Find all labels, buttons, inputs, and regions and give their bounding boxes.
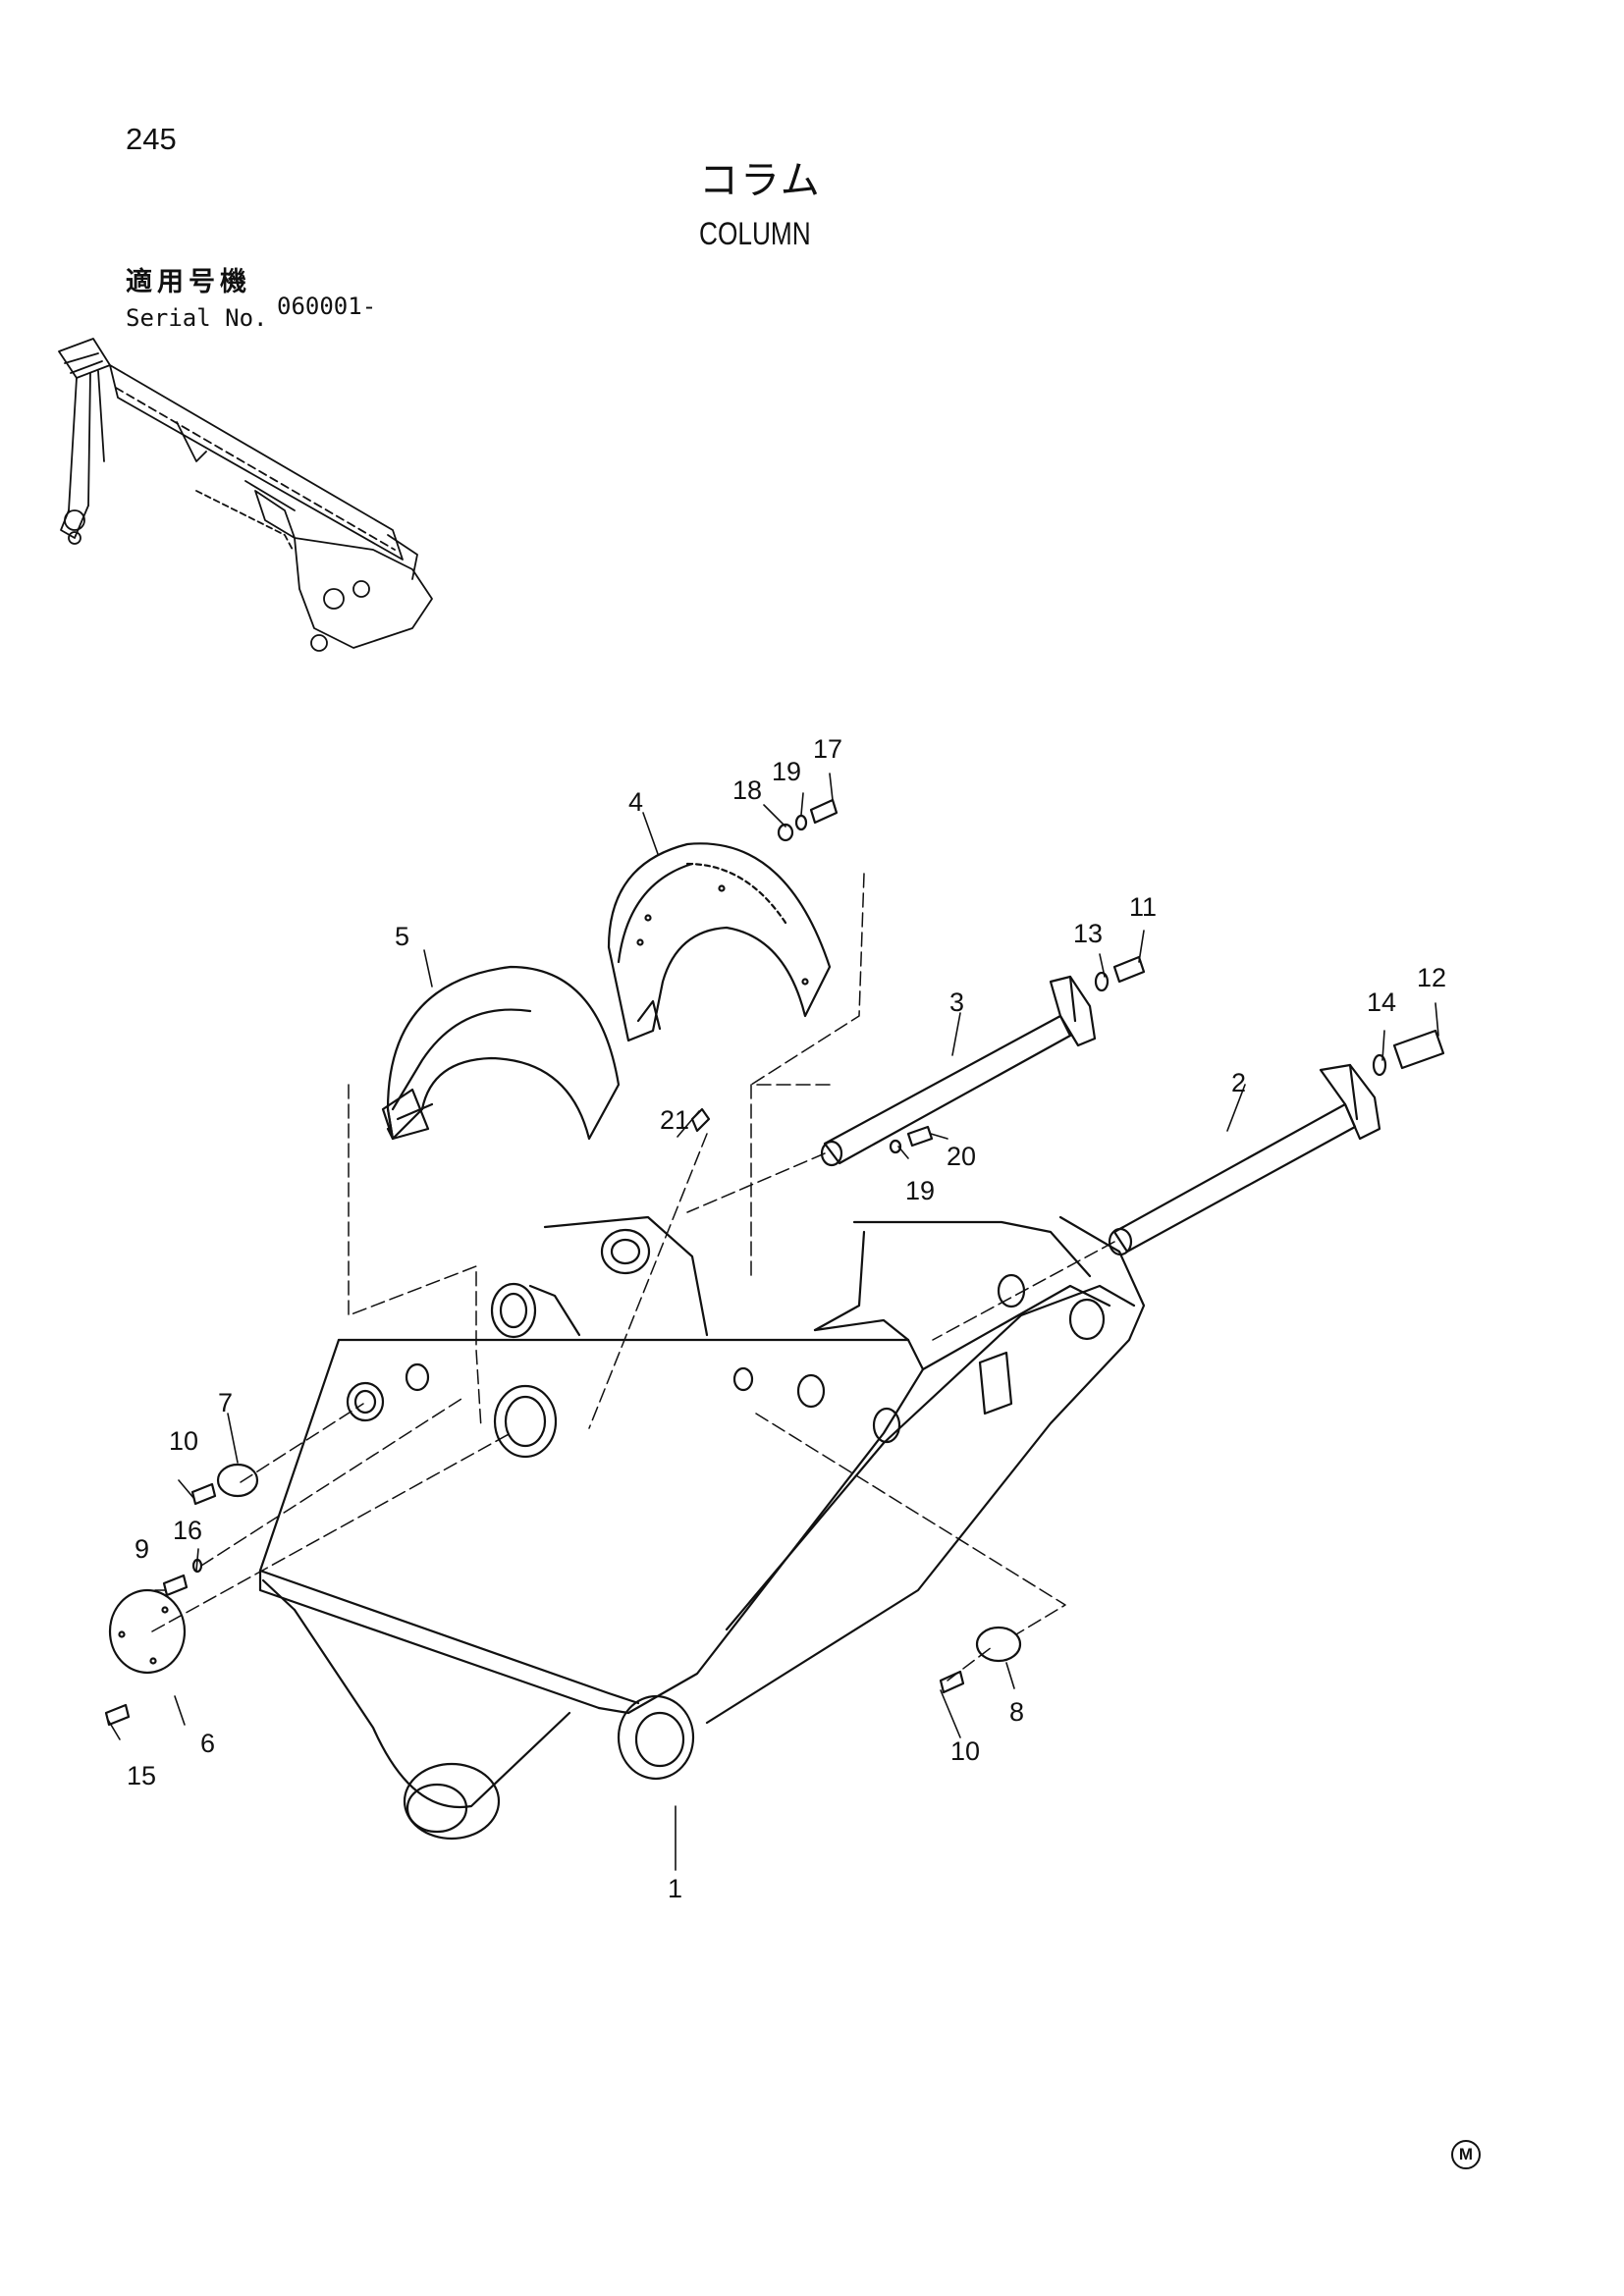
callout-1: 1 bbox=[668, 1874, 682, 1903]
bolt-11 bbox=[1112, 955, 1146, 984]
cover-plate-part-7 bbox=[216, 1463, 259, 1498]
cover-part-4 bbox=[607, 842, 832, 1042]
callout-19-mid: 19 bbox=[905, 1176, 935, 1205]
callout-14: 14 bbox=[1367, 988, 1396, 1017]
bolt-10-left bbox=[190, 1482, 217, 1506]
crane-thumbnail bbox=[58, 338, 433, 652]
pin-part-2 bbox=[1108, 1063, 1381, 1256]
callout-13: 13 bbox=[1073, 919, 1103, 948]
washer-14 bbox=[1372, 1053, 1387, 1077]
page-number: 245 bbox=[126, 122, 177, 156]
callout-17: 17 bbox=[813, 734, 842, 764]
assembly-lines bbox=[151, 873, 1115, 1682]
column-frame-part-1 bbox=[258, 1215, 1146, 1841]
bolt-10-right bbox=[939, 1670, 965, 1694]
washer-19-mid bbox=[889, 1139, 902, 1154]
cover-plate-part-6 bbox=[108, 1588, 187, 1675]
page-title-jp: コラム bbox=[699, 158, 822, 203]
callout-7: 7 bbox=[218, 1388, 233, 1417]
callout-20: 20 bbox=[947, 1142, 976, 1171]
callout-6: 6 bbox=[200, 1729, 215, 1758]
bolt-12 bbox=[1392, 1029, 1445, 1070]
callout-4: 4 bbox=[628, 787, 643, 817]
grease-fitting-21 bbox=[690, 1107, 711, 1133]
callout-3: 3 bbox=[949, 988, 964, 1017]
callout-8: 8 bbox=[1009, 1697, 1024, 1727]
callout-19-top: 19 bbox=[772, 757, 801, 786]
callout-15: 15 bbox=[127, 1761, 156, 1790]
serial-label-en: Serial No. bbox=[126, 304, 268, 332]
bolt-20 bbox=[906, 1125, 934, 1148]
callout-12: 12 bbox=[1417, 963, 1446, 992]
callout-21: 21 bbox=[660, 1105, 689, 1135]
cover-plate-part-8 bbox=[975, 1626, 1022, 1663]
leader-lines bbox=[107, 773, 1439, 1871]
page-title-en: COLUMN bbox=[699, 216, 811, 251]
callout-16: 16 bbox=[173, 1516, 202, 1545]
cover-part-5 bbox=[381, 965, 621, 1141]
callout-18: 18 bbox=[732, 775, 762, 805]
nut-18 bbox=[777, 823, 794, 842]
serial-label-jp: 適用号機 bbox=[126, 267, 251, 297]
callout-10-left: 10 bbox=[169, 1426, 198, 1456]
callout-2: 2 bbox=[1231, 1068, 1246, 1097]
callout-5: 5 bbox=[395, 922, 409, 951]
callout-9: 9 bbox=[135, 1534, 149, 1564]
callout-10-right: 10 bbox=[950, 1736, 980, 1766]
washer-13 bbox=[1094, 971, 1110, 992]
callout-labels: 1 2 3 4 5 6 7 8 9 10 10 11 12 13 14 15 1… bbox=[127, 734, 1446, 1903]
bolt-17 bbox=[809, 798, 839, 825]
m-mark: M bbox=[1451, 2140, 1481, 2169]
pin-part-3 bbox=[820, 975, 1097, 1167]
serial-value: 060001- bbox=[277, 293, 377, 320]
bolt-9 bbox=[162, 1574, 189, 1597]
callout-11: 11 bbox=[1129, 892, 1157, 922]
washer-19-top bbox=[794, 814, 808, 831]
